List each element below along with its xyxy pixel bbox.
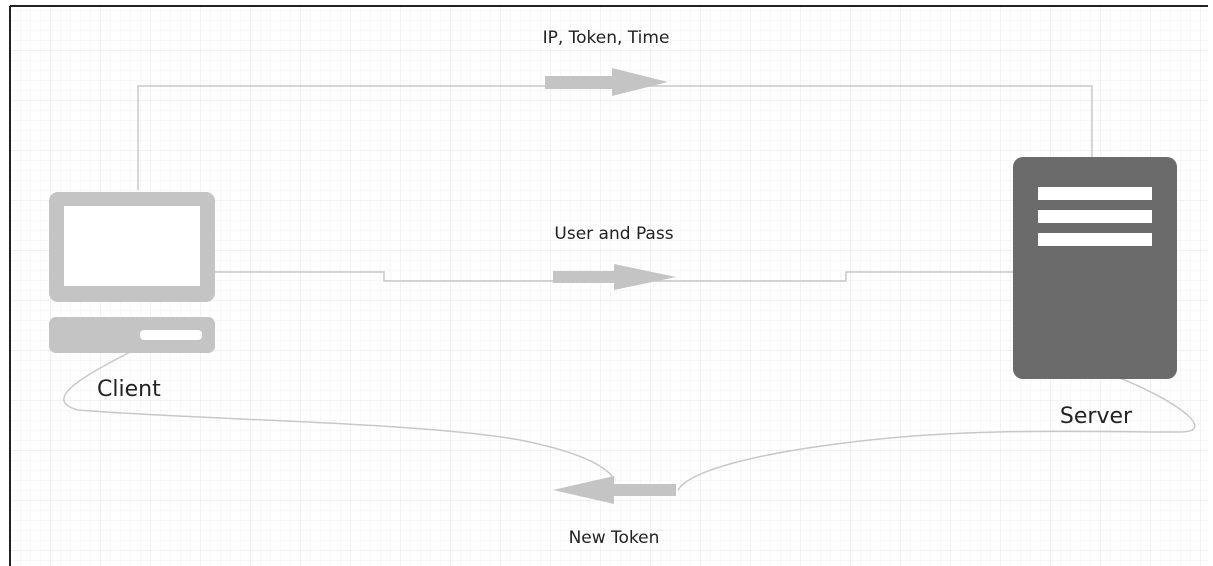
node-label-client: Client bbox=[97, 377, 161, 402]
arrow-right-top-icon bbox=[545, 68, 668, 96]
desktop-tower-icon bbox=[49, 317, 215, 353]
desktop-computer-icon bbox=[49, 192, 215, 353]
connector-bottom-client bbox=[63, 351, 613, 477]
server-slot-2 bbox=[1038, 210, 1152, 223]
node-label-server: Server bbox=[1060, 404, 1133, 429]
connector-bottom-server bbox=[677, 377, 1196, 491]
monitor-screen bbox=[64, 206, 200, 286]
drive-slot bbox=[140, 330, 202, 340]
arrow-right-middle-icon bbox=[553, 264, 676, 290]
server-slot-3 bbox=[1038, 233, 1152, 246]
flow-label-top: IP, Token, Time bbox=[543, 28, 670, 48]
server-slot-1 bbox=[1038, 187, 1152, 200]
server-rack-icon bbox=[1013, 157, 1177, 379]
flow-label-bottom: New Token bbox=[569, 528, 660, 548]
flow-label-middle: User and Pass bbox=[554, 224, 673, 244]
arrow-left-bottom-icon bbox=[553, 476, 676, 504]
